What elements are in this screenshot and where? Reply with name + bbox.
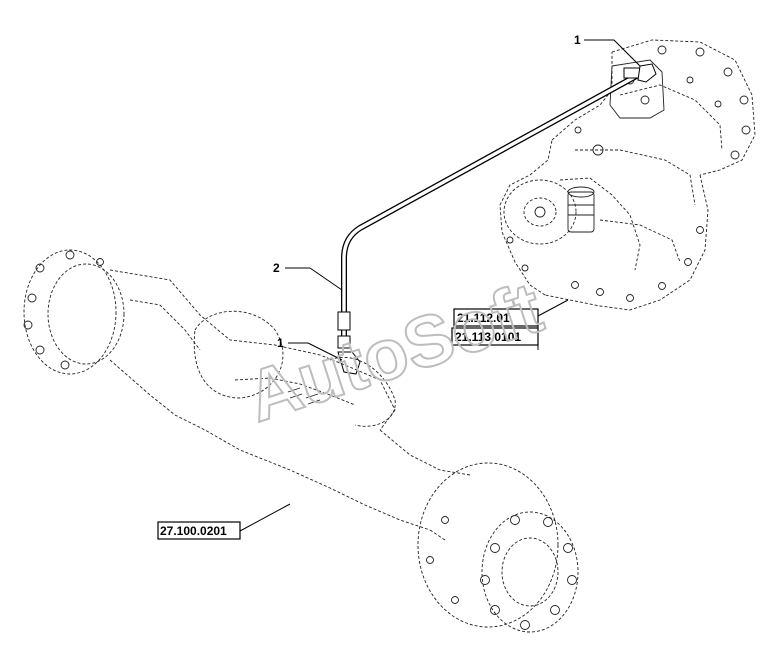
- callout-1-top: 1: [574, 33, 581, 47]
- transmission-assembly: [499, 39, 756, 311]
- watermark: AutoSoft: [238, 268, 552, 438]
- reference-label-a: 21.112.01: [457, 311, 510, 325]
- callout-1-bottom: 1: [277, 336, 284, 350]
- reference-label-c: 27.100.0201: [160, 524, 227, 538]
- reference-label-b: 21.113.0101: [455, 330, 521, 344]
- reference-box-a: 21.112.01: [453, 308, 539, 327]
- callout-2: 2: [273, 261, 280, 275]
- reference-box-b: 21.113.0101: [451, 326, 539, 350]
- reference-box-c: 27.100.0201: [157, 521, 241, 540]
- hydraulic-pipe: [337, 63, 657, 375]
- callout-leaders: [239, 39, 641, 532]
- axle-assembly: [23, 249, 579, 633]
